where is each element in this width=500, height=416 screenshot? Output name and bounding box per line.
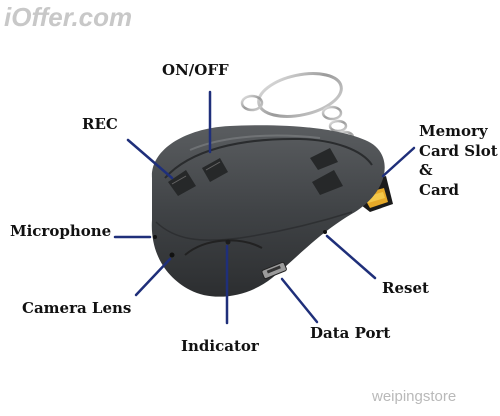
label-rec: REC xyxy=(82,115,118,133)
label-on-off: ON/OFF xyxy=(162,61,229,79)
leader-reset xyxy=(325,234,377,280)
camera-lens-hole xyxy=(169,252,175,258)
rec-buttons xyxy=(168,158,228,196)
label-memory-card-slot: Memory Card Slot & Card xyxy=(419,122,498,200)
leader-camera-lens xyxy=(134,257,172,297)
leader-memory xyxy=(381,146,416,178)
reset-hole xyxy=(323,230,327,234)
label-data-port: Data Port xyxy=(310,324,391,342)
leader-data-port xyxy=(280,277,319,324)
label-memory-line2: Card Slot xyxy=(419,141,498,160)
label-microphone: Microphone xyxy=(10,222,112,240)
indicator-led xyxy=(225,239,231,245)
label-memory-line3: & xyxy=(419,161,433,179)
label-reset: Reset xyxy=(382,279,429,297)
leader-lines xyxy=(113,90,416,325)
usb-port xyxy=(261,261,287,280)
right-buttons xyxy=(310,148,343,195)
watermark-top-left: iOffer.com xyxy=(4,2,133,32)
microphone-hole xyxy=(153,235,157,239)
leader-rec xyxy=(126,138,174,180)
label-indicator: Indicator xyxy=(181,337,259,355)
label-memory-line1: Memory xyxy=(419,122,488,140)
label-memory-line4: Card xyxy=(419,180,460,199)
label-camera-lens: Camera Lens xyxy=(22,299,132,317)
watermark-bottom-right: weipingstore xyxy=(372,388,457,405)
